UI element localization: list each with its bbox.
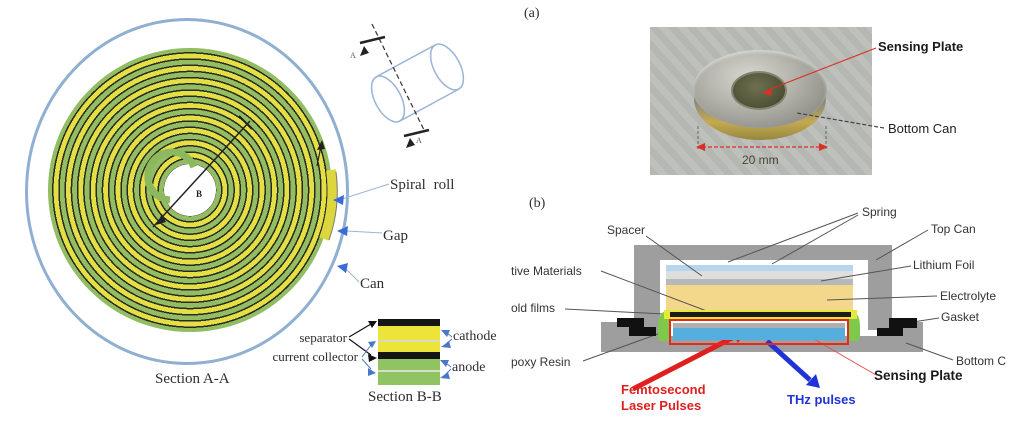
gap-label: Gap [383,228,408,244]
spring-layer [666,265,853,271]
spring-label: Spring [862,205,897,219]
gasket-right [877,328,903,336]
gasket-label: Gasket [941,310,980,324]
anode-layer [378,372,440,385]
section-marker-a-bottom: A [416,136,422,145]
panel-a-tag: (a) [524,6,540,21]
anode-arrowhead [440,372,450,379]
separator-label: separator [299,330,347,345]
can-leader [345,268,360,283]
gold-films-label: old films [511,301,556,315]
sensing-plate-label-b: Sensing Plate [874,368,963,383]
section-arrow-bottom [406,138,415,148]
current-collector-label: current collector [272,349,358,364]
section-marker-a-top: A [350,51,356,60]
epoxy-resin-label: poxy Resin [511,355,571,369]
cathode-arrowhead [441,330,450,337]
cylinder-bottom-edge [399,88,460,122]
section-cut-line [371,23,425,131]
section-tick-top [359,35,386,45]
separator-arrowhead [368,354,377,362]
coin-sensing-window [731,71,787,110]
cathode-layer [378,326,440,340]
separator-layer [378,352,440,359]
current-collector-layer [378,370,440,372]
anode-arrow [445,362,452,368]
thz-pulses-label: THz pulses [787,392,856,407]
center-marker-b: B [196,189,203,199]
cathode-label: cathode [453,329,497,344]
lithium-foil-layer [666,279,853,285]
spiral-roll-label: Spiral roll [390,177,455,193]
separator-arrow [348,323,372,338]
can-arrowhead [337,263,348,273]
cylinder-far-end [429,43,465,91]
current-collector-arrow [361,358,372,370]
panel-b-tag: (b) [529,196,546,211]
anode-layer [378,359,440,370]
current-collector-arrowhead [368,368,376,376]
spacer-label: Spacer [607,223,646,237]
current-collector-arrow [361,344,372,358]
spacer-layer [666,271,853,279]
lithium-foil-label: Lithium Foil [913,258,975,272]
spiral-center-hole [164,164,216,216]
electrolyte-label: Electrolyte [940,289,997,303]
spiral-roll-leader [341,183,390,200]
active-materials-label: tive Materials [511,264,582,278]
active-materials-layer [670,312,851,317]
gap-leader [346,230,383,234]
anode-arrow [445,368,452,375]
thz-pulse-arrowhead [806,374,820,388]
gasket-left [617,318,644,327]
cathode-arrow [446,338,453,344]
top-can-top [634,245,892,260]
separator-layer [378,319,440,326]
section-arrow-top [360,46,369,56]
cathode-arrow [446,332,453,338]
can-label: Can [360,276,385,292]
femtosecond-label-line1: Femtosecond [621,382,706,397]
cylinder-near-end [370,75,406,123]
cathode-arrowhead [441,341,451,348]
section-bb-caption: Section B-B [368,389,442,405]
gasket-left [629,327,656,336]
diameter-label: 20 mm [742,153,779,167]
cylinder-top-edge [375,44,436,78]
femtosecond-label-line2: Laser Pulses [621,398,702,413]
top-can-label: Top Can [931,222,976,236]
current-collector-arrowhead [368,341,376,348]
current-collector-layer [378,340,440,342]
cathode-layer [378,342,440,352]
electrolyte-layer [666,285,853,312]
bottom-can-label-b: Bottom C [956,354,1007,368]
sensing-plate-label-a: Sensing Plate [878,39,964,54]
bottom-can-label-a: Bottom Can [888,121,957,136]
anode-arrowhead [440,360,449,367]
sensing-plate-substrate [673,328,845,340]
section-bb-stack [378,319,440,385]
gasket-right [889,318,917,328]
sensing-plate-top [673,323,845,328]
section-aa-caption: Section A-A [155,371,230,387]
separator-arrowhead [368,321,377,328]
anode-label: anode [452,360,486,375]
